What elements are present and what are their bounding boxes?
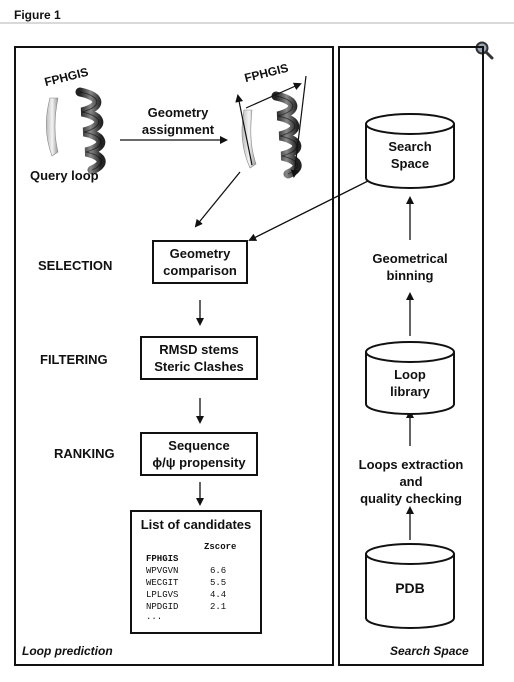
geometry-comparison-line-1: Geometry [169,246,231,261]
stage-filtering-label: FILTERING [40,352,108,367]
loop-library-line-1: Loop [394,367,426,382]
candidate-zscore: 6.6 [210,566,227,576]
filtering-line-1: RMSD stems [159,342,239,357]
candidate-row: LPLGVS [146,590,178,600]
figure-title: Figure 1 [14,8,61,22]
binning-line-1: Geometrical [372,251,448,266]
query-loop-label: Query loop [30,168,99,183]
header-divider [0,22,514,24]
ranking-line-1: Sequence [168,438,230,453]
candidates-query: FPHGIS [146,554,179,564]
geometry-assignment-line-1: Geometry [147,105,209,120]
candidate-zscore: 2.1 [210,602,227,612]
ranking-box: Sequence ϕ/ψ propensity [140,432,258,476]
binning-line-2: binning [386,268,434,283]
search-space-line-2: Space [390,156,430,171]
zscore-header: Zscore [204,542,237,552]
loop-prediction-panel [14,46,334,666]
loop-library-db-label: Loop library [366,366,454,400]
candidates-box: List of candidates Zscore FPHGIS WPVGVN … [130,510,262,634]
candidate-row: WECGIT [146,578,178,588]
geometry-comparison-line-2: comparison [163,263,237,278]
extraction-line-1: Loops extraction [358,457,464,472]
extraction-line-3: quality checking [360,491,462,506]
candidate-zscore: 4.4 [210,590,227,600]
loop-library-line-2: library [390,384,430,399]
search-space-footer: Search Space [390,644,469,658]
stage-selection-label: SELECTION [38,258,113,273]
candidate-row: NPDGID [146,602,178,612]
assigned-loop-structure [235,75,307,179]
loop-prediction-footer: Loop prediction [22,644,113,658]
candidates-title: List of candidates [140,517,252,532]
search-space-db-label: Search Space [366,138,454,172]
search-space-cylinder [365,113,455,189]
candidate-seq: LPLGVS [146,590,179,600]
stage-ranking-label: RANKING [54,446,115,461]
loops-extraction-label: Loops extraction and quality checking [344,456,478,507]
geometry-assignment-label: Geometry assignment [130,104,226,138]
candidates-ellipsis: ... [146,612,163,622]
candidate-zscore: 5.5 [210,578,227,588]
geometry-assignment-line-2: assignment [141,122,215,137]
search-space-line-1: Search [388,139,432,154]
search-space-panel [338,46,484,666]
geometrical-binning-label: Geometrical binning [350,250,470,284]
filtering-line-2: Steric Clashes [154,359,244,374]
extraction-line-2: and [399,474,423,489]
candidate-seq: WECGIT [146,578,179,588]
candidate-seq: WPVGVN [146,566,179,576]
candidate-row: WPVGVN [146,566,178,576]
candidate-seq: NPDGID [146,602,179,612]
filtering-box: RMSD stems Steric Clashes [140,336,258,380]
ranking-line-2: ϕ/ψ propensity [152,455,246,470]
query-loop-structure [46,87,106,175]
pdb-cylinder [365,543,455,629]
geometry-comparison-box: Geometry comparison [152,240,248,284]
loop-library-cylinder [365,341,455,415]
pdb-db-label: PDB [395,580,425,596]
